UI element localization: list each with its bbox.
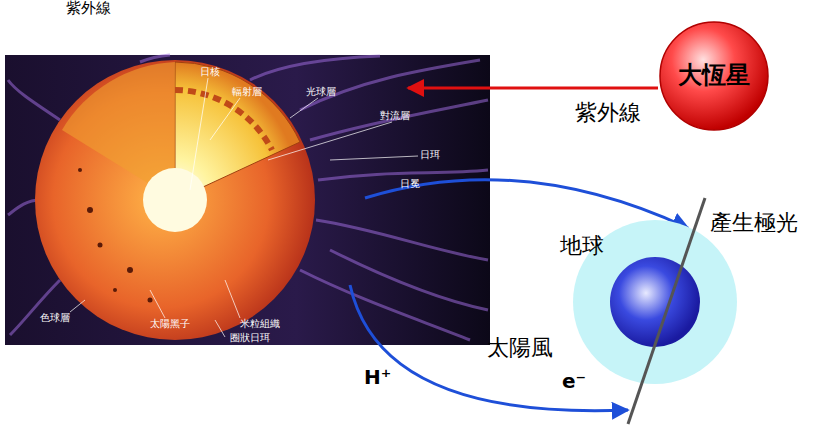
part-name: 圈狀日珥 [230, 332, 270, 344]
sun-core [143, 168, 207, 232]
part-name: 日珥 [420, 149, 440, 161]
corona-wisps [8, 55, 488, 340]
earth-label: 地球 [560, 233, 604, 258]
earth-globe [610, 257, 700, 347]
part-name: 太陽黑子 [150, 318, 190, 330]
part-name: 對流層 [380, 110, 410, 122]
ion-label: e⁻ [562, 370, 586, 393]
part-name: 光球層 [306, 86, 336, 98]
part-name: 輻射層 [232, 86, 262, 98]
convection-zone [175, 90, 272, 150]
earth-circle: 地球 [572, 219, 738, 385]
leader-lines [70, 78, 418, 337]
star-circle: 大恆星 [658, 20, 770, 132]
sun-sphere [35, 60, 315, 340]
star-label: 大恆星 [678, 62, 750, 90]
star-disc [660, 22, 768, 130]
uv-label: 紫外線 [66, 0, 111, 17]
sunspots [78, 168, 153, 303]
uv-arrow [408, 87, 658, 90]
part-name: 米粒組織 [240, 318, 280, 330]
sun-photo [5, 55, 490, 345]
solar-wind-label: 太陽風 [487, 335, 553, 360]
aurora-label: 產生極光 [710, 210, 798, 235]
uv-label: 紫外線 [575, 100, 641, 125]
part-name: 色球層 [40, 312, 70, 324]
part-name: 日核 [200, 66, 220, 78]
part-name: 日冕 [400, 178, 420, 190]
ion-label: H⁺ [364, 366, 391, 389]
